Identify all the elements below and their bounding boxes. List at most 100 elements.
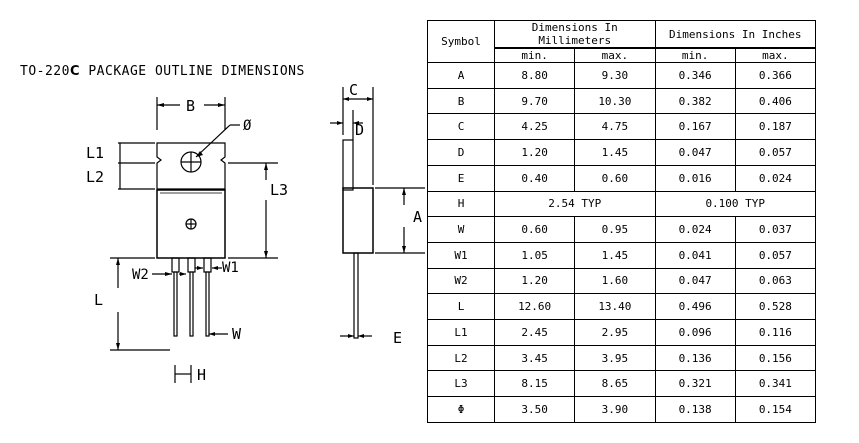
package-tab [156, 142, 226, 190]
label-L2: L2 [86, 168, 104, 186]
label-L: L [94, 291, 103, 309]
label-E: E [393, 329, 402, 347]
mm-max-cell: 8.65 [574, 370, 656, 398]
symbol-cell: L2 [427, 344, 495, 372]
mm-min-cell: 9.70 [493, 87, 576, 115]
mm-max-cell: 3.95 [574, 344, 656, 372]
mm-typ-cell: 2.54 TYP [494, 190, 656, 218]
mm-min-cell: 1.20 [493, 139, 576, 166]
side-view-body [342, 187, 374, 254]
mm-min-cell: 4.25 [493, 113, 576, 141]
page-title: TO-220C PACKAGE OUTLINE DIMENSIONS [20, 64, 305, 79]
mm-max-header: max. [574, 47, 656, 63]
lead-center [187, 257, 196, 273]
mm-min-cell: 1.20 [493, 267, 576, 295]
in-max-cell: 0.037 [734, 216, 817, 243]
in-min-cell: 0.047 [654, 139, 736, 166]
in-max-cell: 0.063 [734, 267, 817, 295]
in-min-cell: 0.496 [654, 293, 736, 321]
mm-max-cell: 10.30 [574, 87, 656, 115]
mm-max-cell: 1.45 [574, 139, 656, 166]
dimensions-table: Symbol Dimensions In Millimeters Dimensi… [427, 20, 817, 423]
mm-header: Dimensions In Millimeters [494, 20, 656, 49]
title-prefix: TO-220 [20, 64, 70, 79]
symbol-cell: L1 [427, 319, 495, 346]
in-max-cell: 0.528 [734, 293, 817, 321]
label-L1: L1 [86, 144, 104, 162]
label-D: D [355, 121, 364, 139]
in-max-cell: 0.024 [734, 164, 817, 192]
in-max-cell: 0.116 [734, 319, 817, 346]
in-min-cell: 0.047 [654, 267, 736, 295]
mm-max-cell: 3.90 [574, 396, 656, 423]
in-typ-cell: 0.100 TYP [654, 190, 816, 218]
symbol-cell: C [427, 113, 495, 141]
in-min-cell: 0.321 [654, 370, 736, 398]
symbol-cell: B [427, 87, 495, 115]
mm-min-cell: 8.80 [493, 62, 576, 89]
symbol-cell: Φ [427, 396, 495, 423]
symbol-cell: D [427, 139, 495, 166]
symbol-cell: H [427, 190, 495, 218]
mm-min-cell: 2.45 [493, 319, 576, 346]
symbol-cell: W [427, 216, 495, 243]
mm-min-cell: 12.60 [493, 293, 576, 321]
symbol-cell: W2 [427, 267, 495, 295]
mm-max-cell: 4.75 [574, 113, 656, 141]
in-max-cell: 0.156 [734, 344, 817, 372]
side-view-lead [353, 252, 359, 339]
in-max-cell: 0.366 [734, 62, 817, 89]
mm-max-cell: 0.95 [574, 216, 656, 243]
inch-header: Dimensions In Inches [654, 20, 816, 49]
mm-min-cell: 8.15 [493, 370, 576, 398]
label-L3: L3 [270, 181, 288, 199]
lead-right [203, 257, 212, 273]
table-subheader-row: min. max. min. max. [428, 47, 817, 63]
in-min-cell: 0.016 [654, 164, 736, 192]
mm-min-cell: 0.60 [493, 216, 576, 243]
mm-max-cell: 13.40 [574, 293, 656, 321]
symbol-cell: L [427, 293, 495, 321]
label-C: C [349, 81, 358, 99]
mm-max-cell: 0.60 [574, 164, 656, 192]
in-max-cell: 0.154 [734, 396, 817, 423]
package-drawing: B Ø L1 L2 L3 W2 W1 L W H C D A E [86, 81, 425, 384]
mm-max-cell: 2.95 [574, 319, 656, 346]
symbol-header: Symbol [427, 20, 495, 63]
label-H: H [197, 366, 206, 384]
side-view-tab [342, 139, 354, 191]
in-min-cell: 0.382 [654, 87, 736, 115]
title-rest: PACKAGE OUTLINE DIMENSIONS [80, 64, 305, 79]
in-min-cell: 0.167 [654, 113, 736, 141]
symbol-cell: L3 [427, 370, 495, 398]
in-max-header: max. [734, 47, 817, 63]
label-phi: Ø [243, 118, 252, 134]
mm-max-cell: 9.30 [574, 62, 656, 89]
label-A: A [413, 208, 422, 226]
mm-max-cell: 1.60 [574, 267, 656, 295]
label-W1: W1 [222, 260, 239, 276]
lead-left [171, 257, 180, 273]
mm-min-cell: 0.40 [493, 164, 576, 192]
in-max-cell: 0.057 [734, 241, 817, 269]
mm-min-cell: 1.05 [493, 241, 576, 269]
mm-max-cell: 1.45 [574, 241, 656, 269]
symbol-cell: E [427, 164, 495, 192]
table-header-row: Symbol Dimensions In Millimeters Dimensi… [427, 20, 816, 63]
in-min-cell: 0.138 [654, 396, 736, 423]
symbol-cell: W1 [427, 241, 495, 269]
mm-min-cell: 3.50 [493, 396, 576, 423]
